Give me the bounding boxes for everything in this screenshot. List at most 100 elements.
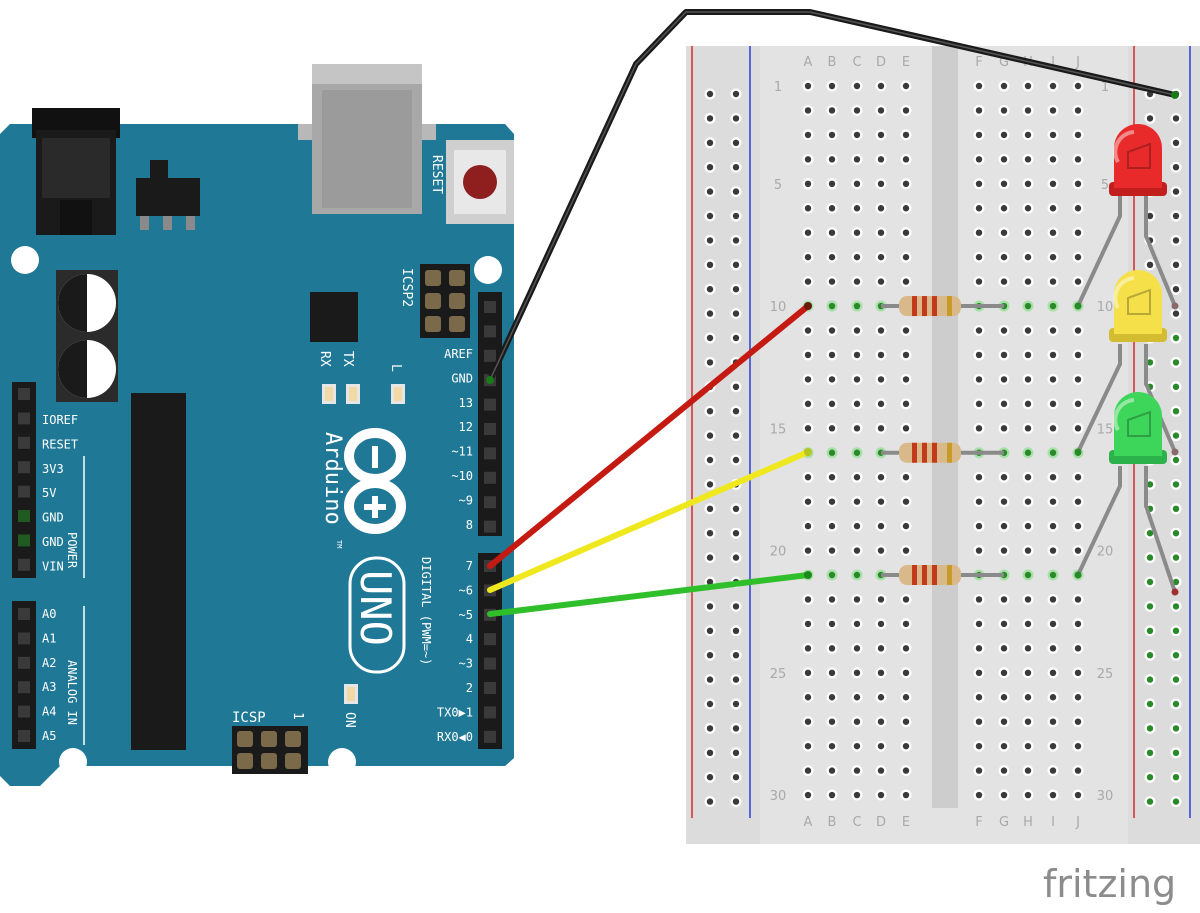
- breadboard-hole-center: [1000, 278, 1008, 285]
- rail-hole-center: [1172, 505, 1180, 512]
- rail-hole-center: [1172, 237, 1180, 244]
- header-pin-hole: [484, 496, 496, 509]
- breadboard-hole-center: [1074, 425, 1082, 432]
- mounting-hole: [11, 246, 39, 274]
- breadboard-hole-center: [804, 278, 812, 285]
- tx-led: [346, 384, 360, 404]
- breadboard-hole-center: [1000, 596, 1008, 603]
- rail-hole-center: [706, 359, 714, 366]
- breadboard-hole-center: [1049, 694, 1057, 701]
- breadboard-hole-center: [1049, 278, 1057, 285]
- breadboard-hole-center: [1000, 107, 1008, 114]
- breadboard-hole-center: [804, 376, 812, 383]
- breadboard-hole-center: [1024, 278, 1032, 285]
- breadboard-hole-center: [877, 791, 885, 799]
- rail-hole-center: [1146, 212, 1154, 220]
- header-pin-hole: [18, 461, 30, 474]
- breadboard-hole-center: [804, 522, 812, 530]
- breadboard-hole-center: [877, 547, 885, 554]
- breadboard-hole-center: [828, 767, 836, 774]
- pin-label: A0: [42, 607, 56, 621]
- pin-label: A2: [42, 656, 56, 670]
- breadboard-hole-center: [1024, 253, 1032, 261]
- breadboard-hole-center: [877, 522, 885, 530]
- pin-label: 4: [466, 632, 473, 646]
- rail-hole-center: [732, 749, 740, 756]
- breadboard-hole-center: [1000, 767, 1008, 774]
- rail-hole-center: [1146, 603, 1154, 610]
- breadboard-hole-center: [804, 767, 812, 774]
- rail-hole-center: [706, 530, 714, 537]
- breadboard-hole-center: [975, 718, 983, 725]
- breadboard-hole-center: [1049, 82, 1057, 90]
- breadboard-hole-center: [902, 131, 910, 139]
- icsp2-pin: [449, 293, 465, 309]
- usb-chip: [310, 292, 358, 342]
- breadboard-hole-center: [853, 205, 861, 212]
- rail-hole-center: [1146, 115, 1154, 122]
- breadboard-hole-center: [1000, 694, 1008, 701]
- breadboard-hole-center: [1049, 522, 1057, 530]
- rail-hole-center: [706, 115, 714, 122]
- breadboard-hole-center: [902, 596, 910, 603]
- header-pin-hole: [484, 633, 496, 646]
- breadboard-hole-center: [828, 645, 836, 652]
- breadboard-hole-center: [1024, 694, 1032, 701]
- breadboard-hole-center: [853, 327, 861, 334]
- breadboard-hole-center: [877, 327, 885, 334]
- breadboard-hole-center: [853, 82, 861, 90]
- pin-label: ~11: [451, 445, 473, 459]
- digital-header-bottom: [478, 553, 502, 749]
- breadboard-hole-center: [1000, 425, 1008, 432]
- breadboard-hole-center: [1024, 645, 1032, 652]
- column-label: D: [876, 55, 886, 70]
- rail-hole-center: [732, 383, 740, 390]
- breadboard-hole-center: [1049, 253, 1057, 261]
- icsp-pin: [237, 731, 253, 747]
- icsp-pin: [261, 731, 277, 747]
- rail-hole-center: [732, 798, 740, 805]
- breadboard-hole-center: [902, 376, 910, 383]
- reset-button[interactable]: [446, 140, 514, 224]
- wires: [486, 9, 1179, 617]
- breadboard-hole-center: [804, 107, 812, 114]
- breadboard-hole-center: [828, 229, 836, 236]
- breadboard-hole-center: [975, 131, 983, 139]
- breadboard-hole-center: [853, 645, 861, 652]
- rail-hole-center: [706, 90, 714, 98]
- rail-hole-center: [1172, 578, 1180, 586]
- leds: [1074, 124, 1179, 596]
- breadboard-hole-center: [1000, 522, 1008, 530]
- rail-hole-center: [706, 456, 714, 464]
- breadboard-hole-center: [853, 131, 861, 139]
- breadboard-hole-center: [1074, 229, 1082, 236]
- rail-hole-center: [1172, 627, 1180, 634]
- rail-hole-center: [706, 188, 714, 195]
- breadboard-hole-center: [975, 498, 983, 505]
- breadboard-hole-center: [804, 645, 812, 652]
- breadboard-hole-center: [1049, 547, 1057, 554]
- breadboard-hole-center: [1074, 156, 1082, 163]
- breadboard-hole-center: [975, 400, 983, 408]
- header-pin-hole: [18, 681, 30, 694]
- header-pin-hole: [484, 423, 496, 435]
- resistor: [881, 296, 1004, 317]
- breadboard-holes: [704, 80, 1182, 808]
- rail-hole-center: [706, 725, 714, 732]
- breadboard-hole-center: [804, 253, 812, 261]
- breadboard-hole-center: [975, 107, 983, 114]
- breadboard-hole-center: [1000, 82, 1008, 90]
- breadboard-hole-center: [1049, 156, 1057, 163]
- breadboard-hole-center: [1049, 767, 1057, 774]
- pin-label: 3V3: [42, 462, 64, 476]
- led: [1074, 270, 1179, 456]
- breadboard-hole-center: [828, 571, 836, 579]
- breadboard-hole-center: [902, 474, 910, 481]
- breadboard-hole-center: [804, 205, 812, 212]
- breadboard-hole-center: [1000, 620, 1008, 628]
- rail-hole-center: [732, 90, 740, 98]
- breadboard-hole-center: [853, 498, 861, 505]
- breadboard-hole-center: [853, 425, 861, 432]
